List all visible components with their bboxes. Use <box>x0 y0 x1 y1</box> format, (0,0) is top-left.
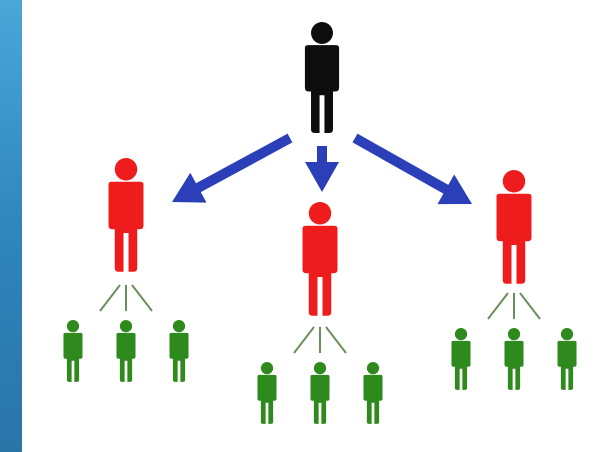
leader-person-icon <box>304 22 340 134</box>
member-center-2-person-icon <box>310 362 330 424</box>
member-center-3-person-icon <box>363 362 383 424</box>
connector-center-1 <box>293 326 315 354</box>
people-group <box>63 22 577 424</box>
manager-left-person-icon <box>108 158 144 272</box>
connector-lines <box>99 284 541 354</box>
connector-right-3 <box>519 292 541 320</box>
arrow-center-icon <box>305 146 339 192</box>
member-left-1-person-icon <box>63 320 83 382</box>
member-right-2-person-icon <box>504 328 524 390</box>
connector-center-3 <box>325 326 347 354</box>
connector-right-1 <box>487 292 509 320</box>
connector-left-1 <box>99 284 121 312</box>
member-left-3-person-icon <box>169 320 189 382</box>
manager-right-person-icon <box>496 170 532 284</box>
side-accent-bar <box>0 0 22 452</box>
member-right-3-person-icon <box>557 328 577 390</box>
arrow-right-icon <box>352 133 472 205</box>
member-center-1-person-icon <box>257 362 277 424</box>
member-right-1-person-icon <box>451 328 471 390</box>
connector-left-3 <box>131 284 153 312</box>
arrows-group <box>172 133 472 205</box>
arrow-left-icon <box>172 133 293 203</box>
member-left-2-person-icon <box>116 320 136 382</box>
manager-center-person-icon <box>302 202 338 316</box>
